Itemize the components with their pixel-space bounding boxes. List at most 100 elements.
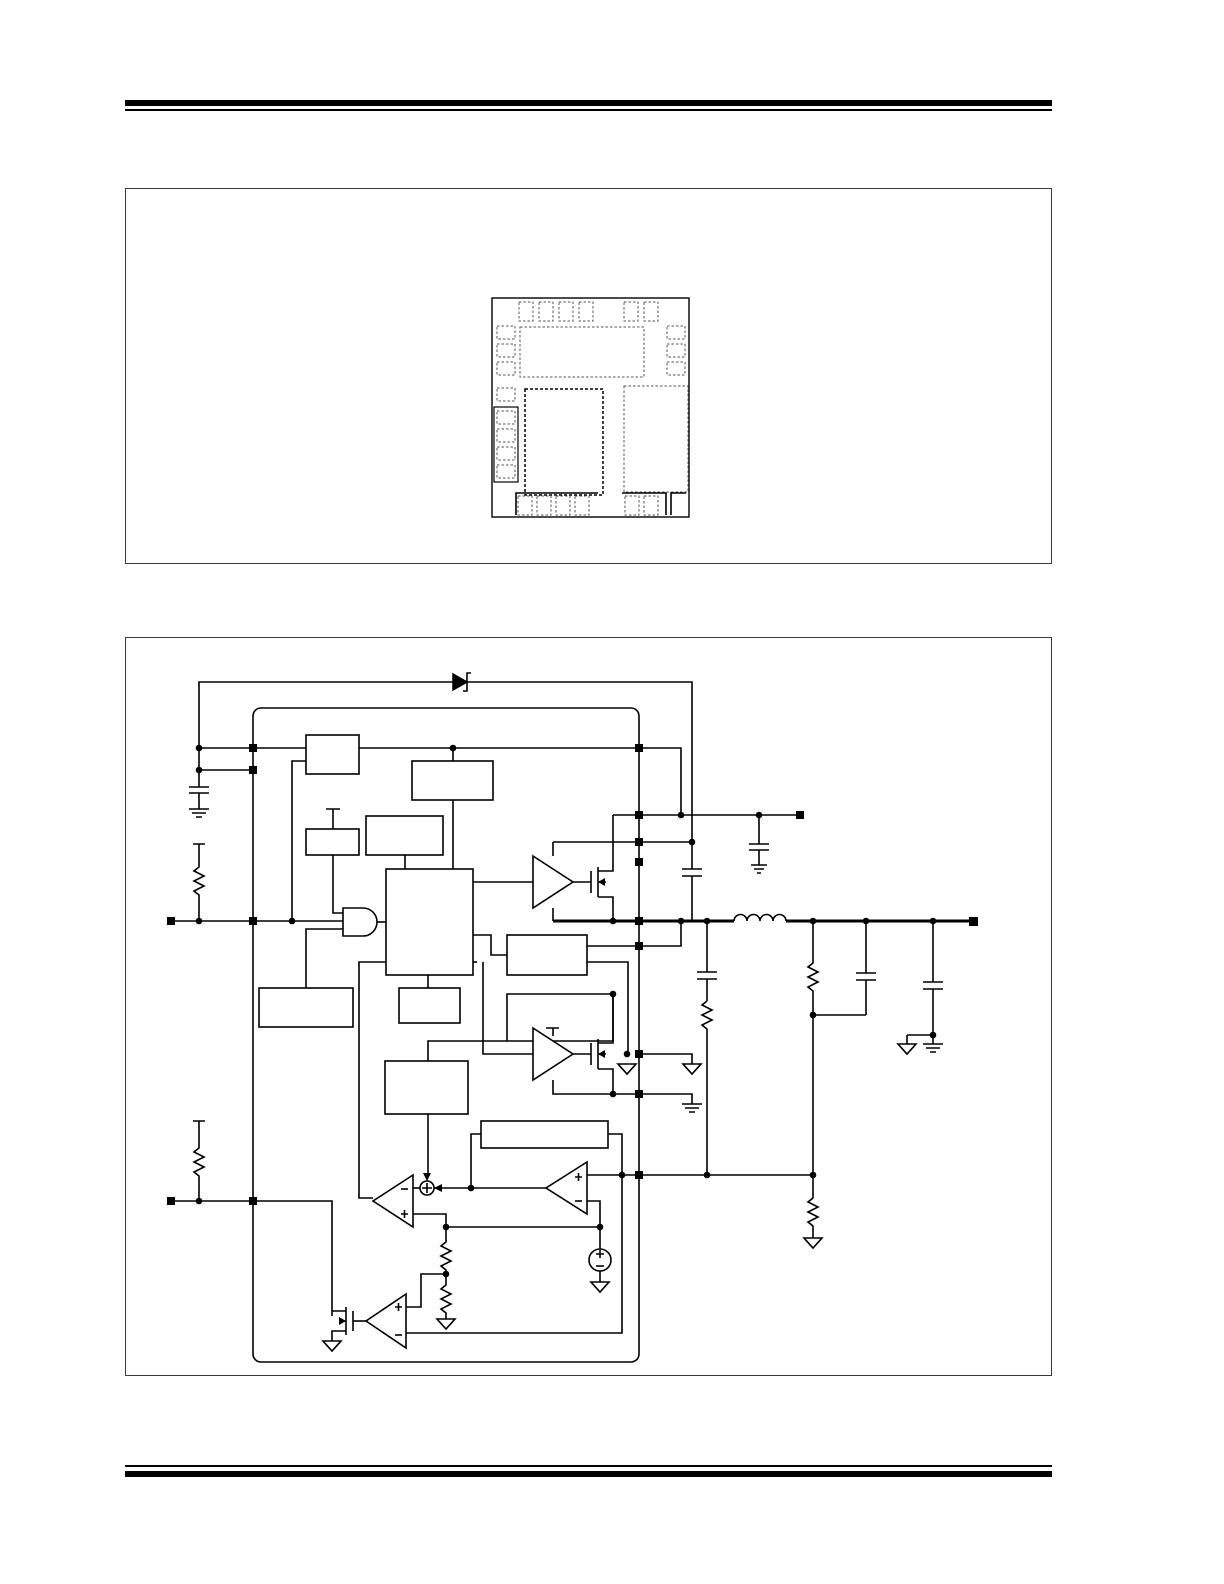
pg-wire (171, 1200, 333, 1316)
bootstrap-diode-icon (452, 672, 469, 692)
wire (639, 1093, 693, 1104)
wire (546, 1027, 559, 1036)
pin-markers (249, 744, 643, 1205)
pad (496, 361, 516, 376)
ground-icon (896, 1035, 918, 1056)
pad (496, 464, 516, 479)
wire (406, 1133, 623, 1334)
pad (538, 301, 554, 322)
pad (624, 495, 640, 516)
package-figure-frame (125, 188, 1052, 564)
wire (587, 1200, 601, 1249)
oscillator-block (411, 760, 494, 801)
exposed-pad-left (524, 388, 604, 496)
input-capacitor-icon (189, 786, 209, 818)
wire (470, 1133, 481, 1188)
wire (639, 1053, 693, 1064)
corner-pad-bottom-right (670, 492, 686, 515)
wire (413, 1213, 600, 1228)
control-logic-block (385, 868, 474, 976)
power-ground-icon (682, 1103, 702, 1113)
pad (496, 343, 516, 358)
slope-comp-block (384, 1060, 469, 1115)
pad (555, 495, 571, 516)
wire (473, 934, 507, 956)
pad (496, 387, 516, 402)
snubber-resistor-icon (700, 1000, 714, 1175)
thermal-block (365, 815, 444, 856)
comparator-icon (544, 1160, 588, 1216)
mosfet-arrow (339, 1317, 346, 1325)
pin-en-terminal (167, 917, 175, 925)
pad (643, 495, 659, 516)
pg-mosfet-icon (331, 1307, 354, 1341)
wire (589, 1271, 611, 1294)
plus-sign (575, 1173, 582, 1181)
wire (332, 855, 343, 914)
pad (496, 325, 516, 340)
pad (666, 343, 686, 358)
plus-sign (596, 1250, 604, 1258)
wire (291, 760, 306, 921)
ff-capacitor-icon (856, 921, 876, 1015)
wire (305, 928, 343, 988)
low-side-driver-icon (532, 1026, 575, 1082)
wire (326, 808, 340, 829)
pad (518, 301, 534, 322)
footer-rule-heavy (125, 1471, 1052, 1477)
arrow (423, 1173, 431, 1181)
snubber-capacitor-icon (697, 921, 717, 1001)
current-sense-block (506, 934, 588, 976)
low-side-mosfet-icon (590, 994, 614, 1094)
high-side-mosfet-icon (590, 815, 614, 921)
bootstrap-capacitor-icon (682, 842, 702, 921)
wire (587, 921, 682, 947)
pin-vin-terminal (796, 811, 804, 819)
pad-group-bottom-right (622, 492, 667, 515)
divider-resistor-bottom-icon (802, 1175, 824, 1250)
pullup-resistor-bottom-icon (192, 1120, 206, 1201)
pin-vout-terminal (969, 917, 978, 926)
die-region-top (519, 326, 645, 378)
wire (406, 1273, 446, 1308)
ground-icon (321, 1340, 343, 1353)
wire (358, 961, 386, 1199)
pin-pg-terminal (167, 1197, 175, 1205)
output-inductor-icon (733, 913, 787, 922)
pad (496, 446, 516, 461)
pad (496, 410, 516, 425)
exposed-pad-right (623, 385, 689, 493)
uvlo-block (305, 828, 360, 856)
pad (574, 495, 590, 516)
plus-sign (422, 1183, 432, 1193)
schottky-bar (463, 672, 471, 692)
pad (517, 495, 533, 516)
mosfet-arrow (598, 1050, 605, 1058)
ground-icon (616, 1063, 638, 1076)
wire (639, 747, 682, 815)
vin-capacitor-icon (749, 815, 769, 874)
and-gate-icon (342, 907, 378, 937)
power-ground-icon (923, 1035, 943, 1053)
junction-dots (195, 744, 937, 1278)
feedback-network-block (480, 1120, 609, 1149)
pad (558, 301, 574, 322)
ground-icon (681, 1063, 703, 1076)
bootstrap-wire (198, 681, 693, 842)
softstart-block (258, 987, 354, 1028)
arrow (434, 1184, 442, 1192)
pad (643, 301, 659, 322)
pad (578, 301, 594, 322)
pad-group-left (493, 406, 519, 483)
wire (552, 1080, 639, 1095)
high-side-driver-icon (532, 854, 575, 910)
pullup-resistor-top-icon (192, 843, 206, 921)
internal-resistor-icon (435, 1227, 457, 1331)
plus-sign (401, 1210, 408, 1218)
divider-resistor-top-icon (806, 921, 820, 1175)
regulator-block (305, 734, 360, 775)
pad (666, 361, 686, 376)
error-amplifier-icon (371, 1173, 414, 1229)
zero-cross-block (398, 987, 461, 1024)
pad (536, 495, 552, 516)
